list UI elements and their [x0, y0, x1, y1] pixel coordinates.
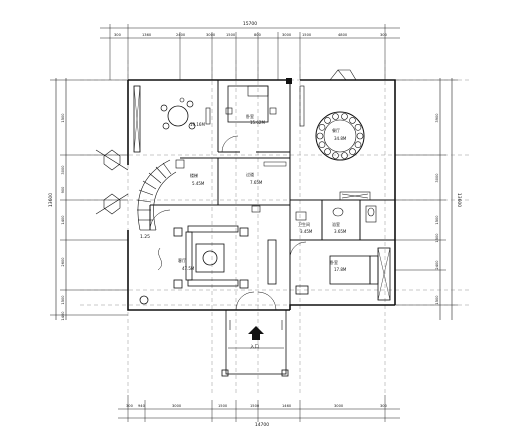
- svg-text:3000: 3000: [435, 173, 439, 183]
- dining-chair: [341, 152, 348, 159]
- dining-chair: [324, 117, 331, 124]
- svg-text:过道: 过道: [246, 171, 254, 177]
- level-mark: 1.25: [140, 234, 150, 240]
- svg-text:1500: 1500: [61, 295, 65, 305]
- dimension-lines: [50, 24, 458, 422]
- svg-text:940: 940: [138, 404, 146, 408]
- svg-text:1500: 1500: [218, 404, 228, 408]
- svg-text:300: 300: [380, 33, 388, 37]
- dining-chair: [354, 141, 362, 148]
- room-garden: 19.16M: [133, 85, 211, 153]
- svg-text:19.16M: 19.16M: [190, 122, 205, 127]
- right-segment-dimensions: 3900 3000 1500 1500 2400 1500: [435, 113, 439, 305]
- svg-text:34.8M: 34.8M: [334, 136, 347, 141]
- label-stair: 楼梯: [190, 172, 198, 178]
- svg-text:7.65M: 7.65M: [250, 180, 263, 185]
- dining-chair: [324, 148, 331, 155]
- dining-chair: [316, 132, 324, 140]
- room-living: [139, 209, 277, 305]
- label-wc: 卫生间: [298, 221, 310, 227]
- left-segment-dimensions: 1500 3000 900 1400 2600 1500 1400: [61, 113, 65, 321]
- svg-text:3000: 3000: [334, 404, 344, 408]
- interior-walls: [149, 80, 395, 310]
- dining-chair: [318, 141, 326, 148]
- svg-text:900: 900: [61, 186, 65, 194]
- svg-text:4800: 4800: [338, 33, 348, 37]
- svg-text:300: 300: [380, 404, 388, 408]
- staircase: [95, 149, 185, 231]
- svg-text:2600: 2600: [61, 257, 65, 267]
- axis-grid-lines: [80, 60, 470, 395]
- room-wc: [295, 191, 377, 223]
- svg-text:1500: 1500: [250, 404, 260, 408]
- svg-text:3900: 3900: [435, 113, 439, 123]
- svg-text:1500: 1500: [61, 113, 65, 123]
- svg-text:1500: 1500: [435, 295, 439, 305]
- room-hall: 过道 7.65M: [246, 161, 287, 213]
- dining-chair: [349, 117, 356, 124]
- svg-text:1400: 1400: [61, 311, 65, 321]
- entrance-porch: [221, 291, 289, 377]
- svg-text:3000: 3000: [206, 33, 216, 37]
- label-stair-area: 5.45M: [192, 181, 205, 186]
- dining-chair: [332, 152, 339, 159]
- label-living: 客厅: [178, 257, 186, 263]
- label-wc-area: 3.45M: [300, 229, 313, 234]
- svg-text:300: 300: [114, 33, 122, 37]
- label-bedroom-right-area: 17.8M: [334, 267, 347, 272]
- entrance-arrow-icon: [248, 326, 264, 340]
- dining-chair: [349, 148, 356, 155]
- svg-text:3000: 3000: [172, 404, 182, 408]
- svg-text:2400: 2400: [176, 33, 186, 37]
- svg-text:3000: 3000: [282, 33, 292, 37]
- top-segment-dimensions: 300 1360 2400 3000 1500 800 3000 1500 48…: [114, 33, 388, 37]
- svg-text:1500: 1500: [435, 233, 439, 243]
- svg-text:1400: 1400: [61, 215, 65, 225]
- label-entrance: 入口: [250, 344, 259, 350]
- dining-chair: [318, 124, 326, 131]
- svg-text:2400: 2400: [435, 260, 439, 270]
- dining-chair: [332, 113, 339, 120]
- bottom-total-dimension: 14700: [255, 422, 269, 428]
- label-bath: 浴室: [332, 221, 340, 227]
- room-bedroom-top: 卧室 15.62M: [221, 85, 277, 153]
- label-bath-area: 3.65M: [334, 229, 347, 234]
- svg-text:1500: 1500: [226, 33, 236, 37]
- left-total-dimension: 13600: [48, 193, 54, 207]
- svg-text:300: 300: [126, 404, 134, 408]
- top-total-dimension: 15700: [243, 21, 257, 27]
- label-living-area: 47.5M: [182, 266, 195, 271]
- room-dining: 餐厅 34.8M: [299, 69, 365, 161]
- svg-text:餐厅: 餐厅: [332, 127, 340, 133]
- wall-column-top: [286, 78, 292, 84]
- bottom-segment-dimensions: 300 940 3000 1500 1500 1460 3000 300: [126, 404, 388, 408]
- svg-text:15.62M: 15.62M: [250, 120, 265, 125]
- dining-chair: [341, 113, 348, 120]
- svg-text:1500: 1500: [435, 215, 439, 225]
- svg-text:1460: 1460: [282, 404, 292, 408]
- svg-text:1360: 1360: [142, 33, 152, 37]
- svg-text:1500: 1500: [302, 33, 312, 37]
- room-bedroom-right: [289, 241, 391, 301]
- dining-chair: [354, 124, 362, 131]
- dining-chair: [356, 132, 364, 140]
- svg-text:3000: 3000: [61, 165, 65, 175]
- svg-text:800: 800: [254, 33, 262, 37]
- label-bedroom-right: 卧室: [330, 259, 338, 265]
- svg-text:卧室: 卧室: [246, 113, 254, 119]
